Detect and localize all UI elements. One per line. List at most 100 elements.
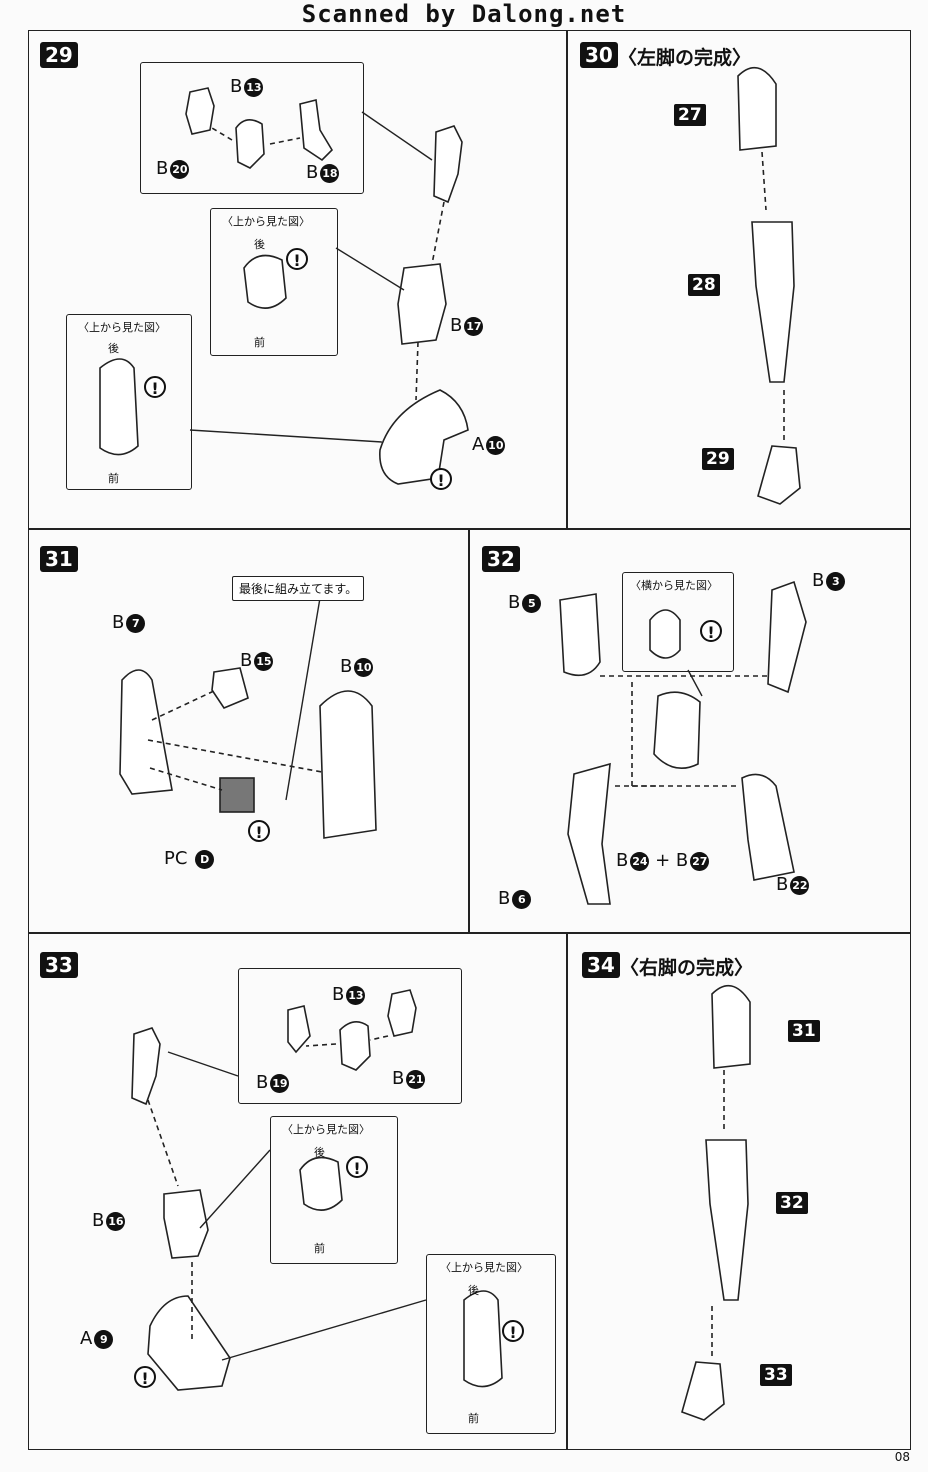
hip-joint-part [433, 125, 463, 204]
panel-step-31 [28, 528, 470, 934]
scan-header: Scanned by Dalong.net [301, 0, 627, 28]
thigh-cover-part [397, 263, 447, 345]
frame-b22 [741, 773, 795, 881]
thigh-frame-b7 [119, 669, 173, 795]
top-view-title: 〈上から見た図〉 [282, 1123, 370, 1136]
knee-cap [653, 691, 701, 770]
inset-joint-assembly-33 [238, 968, 462, 1104]
step-33-number: 33 [40, 952, 78, 978]
step-34-number: 34 [582, 952, 620, 978]
step-34-title: 〈右脚の完成〉 [620, 957, 754, 979]
ref-29: 29 [702, 448, 734, 470]
page-number: 08 [894, 1450, 910, 1464]
thigh-cover-b16 [163, 1189, 209, 1259]
sideview-peg [649, 609, 681, 659]
inset-top-view-33b [426, 1254, 556, 1434]
front-label: 前 [254, 336, 265, 349]
back-label: 後 [108, 342, 119, 355]
topview-sole [99, 358, 139, 456]
caution-icon: ! [144, 376, 166, 398]
joint-part-b18 [299, 99, 334, 162]
caution-icon: ! [700, 620, 722, 642]
panel-step-32 [468, 528, 911, 934]
ref-27: 27 [674, 104, 706, 126]
ref-28: 28 [688, 274, 720, 296]
top-view-title: 〈上から見た図〉 [222, 215, 310, 228]
front-label: 前 [468, 1412, 479, 1425]
hip-joint-part-33 [131, 1027, 161, 1106]
caution-icon: ! [134, 1366, 156, 1388]
step-31-number: 31 [40, 546, 78, 572]
assemble-last-callout: 最後に組み立てます。 [232, 576, 365, 601]
leg-32-lower [705, 1139, 749, 1301]
step-32-number: 32 [482, 546, 520, 572]
caution-icon: ! [430, 468, 452, 490]
panel-step-34 [566, 932, 911, 1450]
topview-peg-r [299, 1156, 343, 1211]
joint-b15 [211, 667, 249, 709]
front-label: 前 [314, 1242, 325, 1255]
inset-side-view [622, 572, 734, 672]
panel-step-30 [566, 30, 911, 530]
joint-part-b13-33 [339, 1021, 371, 1071]
ref-31: 31 [788, 1020, 820, 1042]
joint-part-b20 [185, 87, 215, 135]
caution-icon: ! [286, 248, 308, 270]
step-30-number: 30 [580, 42, 618, 68]
right-shoe-a9 [147, 1295, 231, 1391]
inset-top-view-33a [270, 1116, 398, 1264]
pc-block-d [219, 777, 255, 813]
leg-28-lower [751, 221, 795, 383]
joint-part-b13 [235, 119, 265, 169]
front-label: 前 [108, 472, 119, 485]
shin-b6 [567, 762, 611, 905]
step-30-title: 〈左脚の完成〉 [618, 47, 752, 69]
back-label: 後 [254, 238, 265, 251]
panel-step-33 [28, 932, 568, 1450]
topview-peg [243, 254, 287, 309]
cover-b10 [319, 690, 377, 839]
shoe-29 [757, 445, 801, 505]
caution-icon: ! [502, 1320, 524, 1342]
joint-part-b19 [287, 1005, 311, 1054]
back-label: 後 [468, 1284, 479, 1297]
ref-32: 32 [776, 1192, 808, 1214]
joint-part-b21 [387, 989, 417, 1037]
cylinder-b5 [559, 593, 601, 677]
frame-b3 [767, 580, 807, 694]
leg-27-upper [737, 66, 777, 151]
inset-top-view-29a [210, 208, 338, 356]
left-shoe-part [379, 389, 469, 485]
caution-icon: ! [346, 1156, 368, 1178]
side-view-title: 〈横から見た図〉 [630, 579, 718, 592]
top-view-title: 〈上から見た図〉 [440, 1261, 528, 1274]
ref-33: 33 [760, 1364, 792, 1386]
inset-joint-assembly [140, 62, 364, 194]
leg-31-upper [711, 984, 751, 1069]
topview-sole-r [463, 1290, 503, 1388]
step-29-number: 29 [40, 42, 78, 68]
back-label: 後 [314, 1146, 325, 1159]
caution-icon: ! [248, 820, 270, 842]
label-pc-d: PC D [164, 848, 215, 869]
top-view-title: 〈上から見た図〉 [78, 321, 166, 334]
